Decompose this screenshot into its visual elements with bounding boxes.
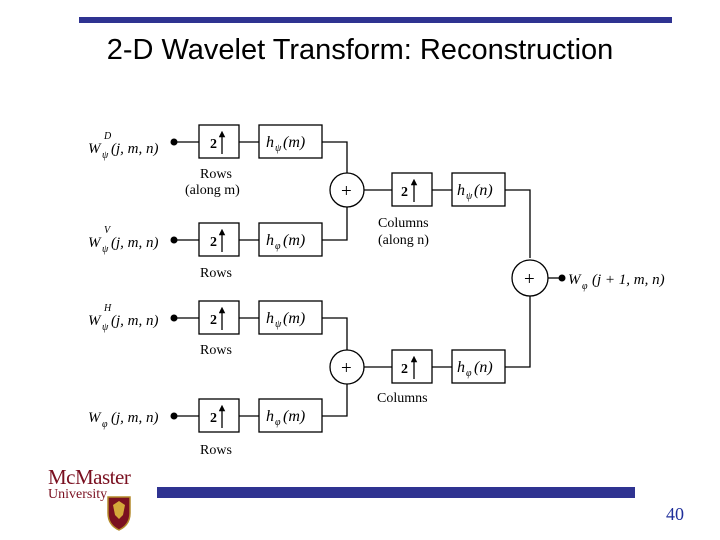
svg-text:+: +: [341, 181, 352, 202]
columns-label-2: Columns: [377, 391, 428, 406]
svg-text:(m): (m): [283, 310, 305, 327]
svg-text:φ: φ: [582, 281, 588, 292]
svg-text:(m): (m): [283, 232, 305, 249]
svg-text:2: 2: [210, 411, 217, 426]
svg-text:W: W: [88, 410, 102, 426]
upsampler-column-top: 2: [391, 172, 433, 207]
filter-column-bottom: h φ (n): [451, 349, 506, 384]
svg-text:φ: φ: [102, 419, 108, 430]
svg-text:(j, m, n): (j, m, n): [111, 410, 159, 426]
svg-text:W: W: [568, 272, 582, 288]
svg-text:h: h: [266, 310, 274, 327]
svg-text:2: 2: [401, 362, 408, 377]
filter-column-top: h ψ (n): [451, 172, 506, 207]
svg-text:H: H: [103, 303, 112, 314]
svg-text:2: 2: [210, 313, 217, 328]
svg-text:W: W: [88, 235, 102, 251]
svg-text:2: 2: [401, 185, 408, 200]
svg-text:+: +: [341, 358, 352, 379]
svg-text:h: h: [266, 232, 274, 249]
filter-row2: h φ (m): [258, 222, 323, 257]
input-dot-horz: [170, 314, 178, 322]
output-label: W φ (j + 1, m, n): [568, 272, 665, 292]
upsampler-row1: 2: [198, 124, 240, 159]
logo-subtitle: University: [48, 487, 108, 502]
top-accent-bar: [79, 17, 672, 23]
svg-text:D: D: [103, 131, 112, 142]
svg-text:h: h: [266, 408, 274, 425]
svg-text:ψ: ψ: [102, 150, 109, 161]
logo-wordmark: McMaster: [48, 465, 131, 489]
adder-top: +: [329, 172, 365, 208]
adder-bottom: +: [329, 349, 365, 385]
input-label-horz: W H ψ (j, m, n): [88, 303, 159, 333]
filter-row4: h φ (m): [258, 398, 323, 433]
upsampler-row3: 2: [198, 300, 240, 335]
input-dots: [170, 138, 566, 420]
upsampler-row2: 2: [198, 222, 240, 257]
crest-icon: [107, 496, 131, 531]
input-label-approx: W φ (j, m, n): [88, 410, 159, 430]
svg-text:(j, m, n): (j, m, n): [111, 235, 159, 251]
svg-text:φ: φ: [275, 417, 281, 428]
svg-text:h: h: [266, 134, 274, 151]
rows-label-4: Rows: [200, 443, 232, 458]
input-label-diag: W D ψ (j, m, n): [88, 131, 159, 161]
along-m-label: (along m): [185, 183, 240, 198]
svg-text:φ: φ: [275, 241, 281, 252]
adder-final: +: [511, 259, 549, 297]
svg-text:ψ: ψ: [102, 322, 109, 333]
connection-lines: [174, 141, 562, 417]
wavelet-reconstruction-diagram: W D ψ (j, m, n) W V ψ (j, m, n) W H ψ (j…: [88, 124, 665, 458]
svg-text:ψ: ψ: [275, 319, 282, 330]
university-logo: McMaster University: [48, 465, 148, 535]
rows-label-3: Rows: [200, 343, 232, 358]
svg-text:2: 2: [210, 235, 217, 250]
svg-text:2: 2: [210, 137, 217, 152]
bottom-accent-bar: [157, 487, 635, 498]
upsampler-row4: 2: [198, 398, 240, 433]
rows-label-2: Rows: [200, 266, 232, 281]
svg-text:h: h: [457, 359, 465, 376]
upsampler-column-bottom: 2: [391, 349, 433, 384]
filter-row3: h ψ (m): [258, 300, 323, 335]
input-dot-approx: [170, 412, 178, 420]
svg-text:(j, m, n): (j, m, n): [111, 141, 159, 157]
svg-text:ψ: ψ: [466, 191, 473, 202]
svg-text:V: V: [104, 225, 112, 236]
columns-label-1: Columns: [378, 216, 429, 231]
slide-title: 2-D Wavelet Transform: Reconstruction: [106, 34, 614, 66]
input-label-vert: W V ψ (j, m, n): [88, 225, 159, 255]
svg-text:(m): (m): [283, 134, 305, 151]
input-dot-diag: [170, 138, 178, 146]
svg-text:(n): (n): [474, 182, 493, 199]
input-dot-vert: [170, 236, 178, 244]
filter-row1: h ψ (m): [258, 124, 323, 159]
page-number: 40: [666, 504, 684, 524]
svg-text:(j + 1, m, n): (j + 1, m, n): [592, 272, 665, 288]
svg-text:ψ: ψ: [102, 244, 109, 255]
svg-text:W: W: [88, 141, 102, 157]
svg-text:W: W: [88, 313, 102, 329]
svg-text:h: h: [457, 182, 465, 199]
svg-text:(m): (m): [283, 408, 305, 425]
svg-text:(n): (n): [474, 359, 493, 376]
svg-text:ψ: ψ: [275, 143, 282, 154]
svg-text:+: +: [524, 269, 535, 290]
svg-text:φ: φ: [466, 368, 472, 379]
rows-label-1: Rows: [200, 167, 232, 182]
along-n-label: (along n): [378, 233, 429, 248]
output-dot: [558, 274, 566, 282]
stage-labels: Rows (along m) Rows Rows Rows Columns (a…: [185, 167, 429, 458]
svg-text:(j, m, n): (j, m, n): [111, 313, 159, 329]
